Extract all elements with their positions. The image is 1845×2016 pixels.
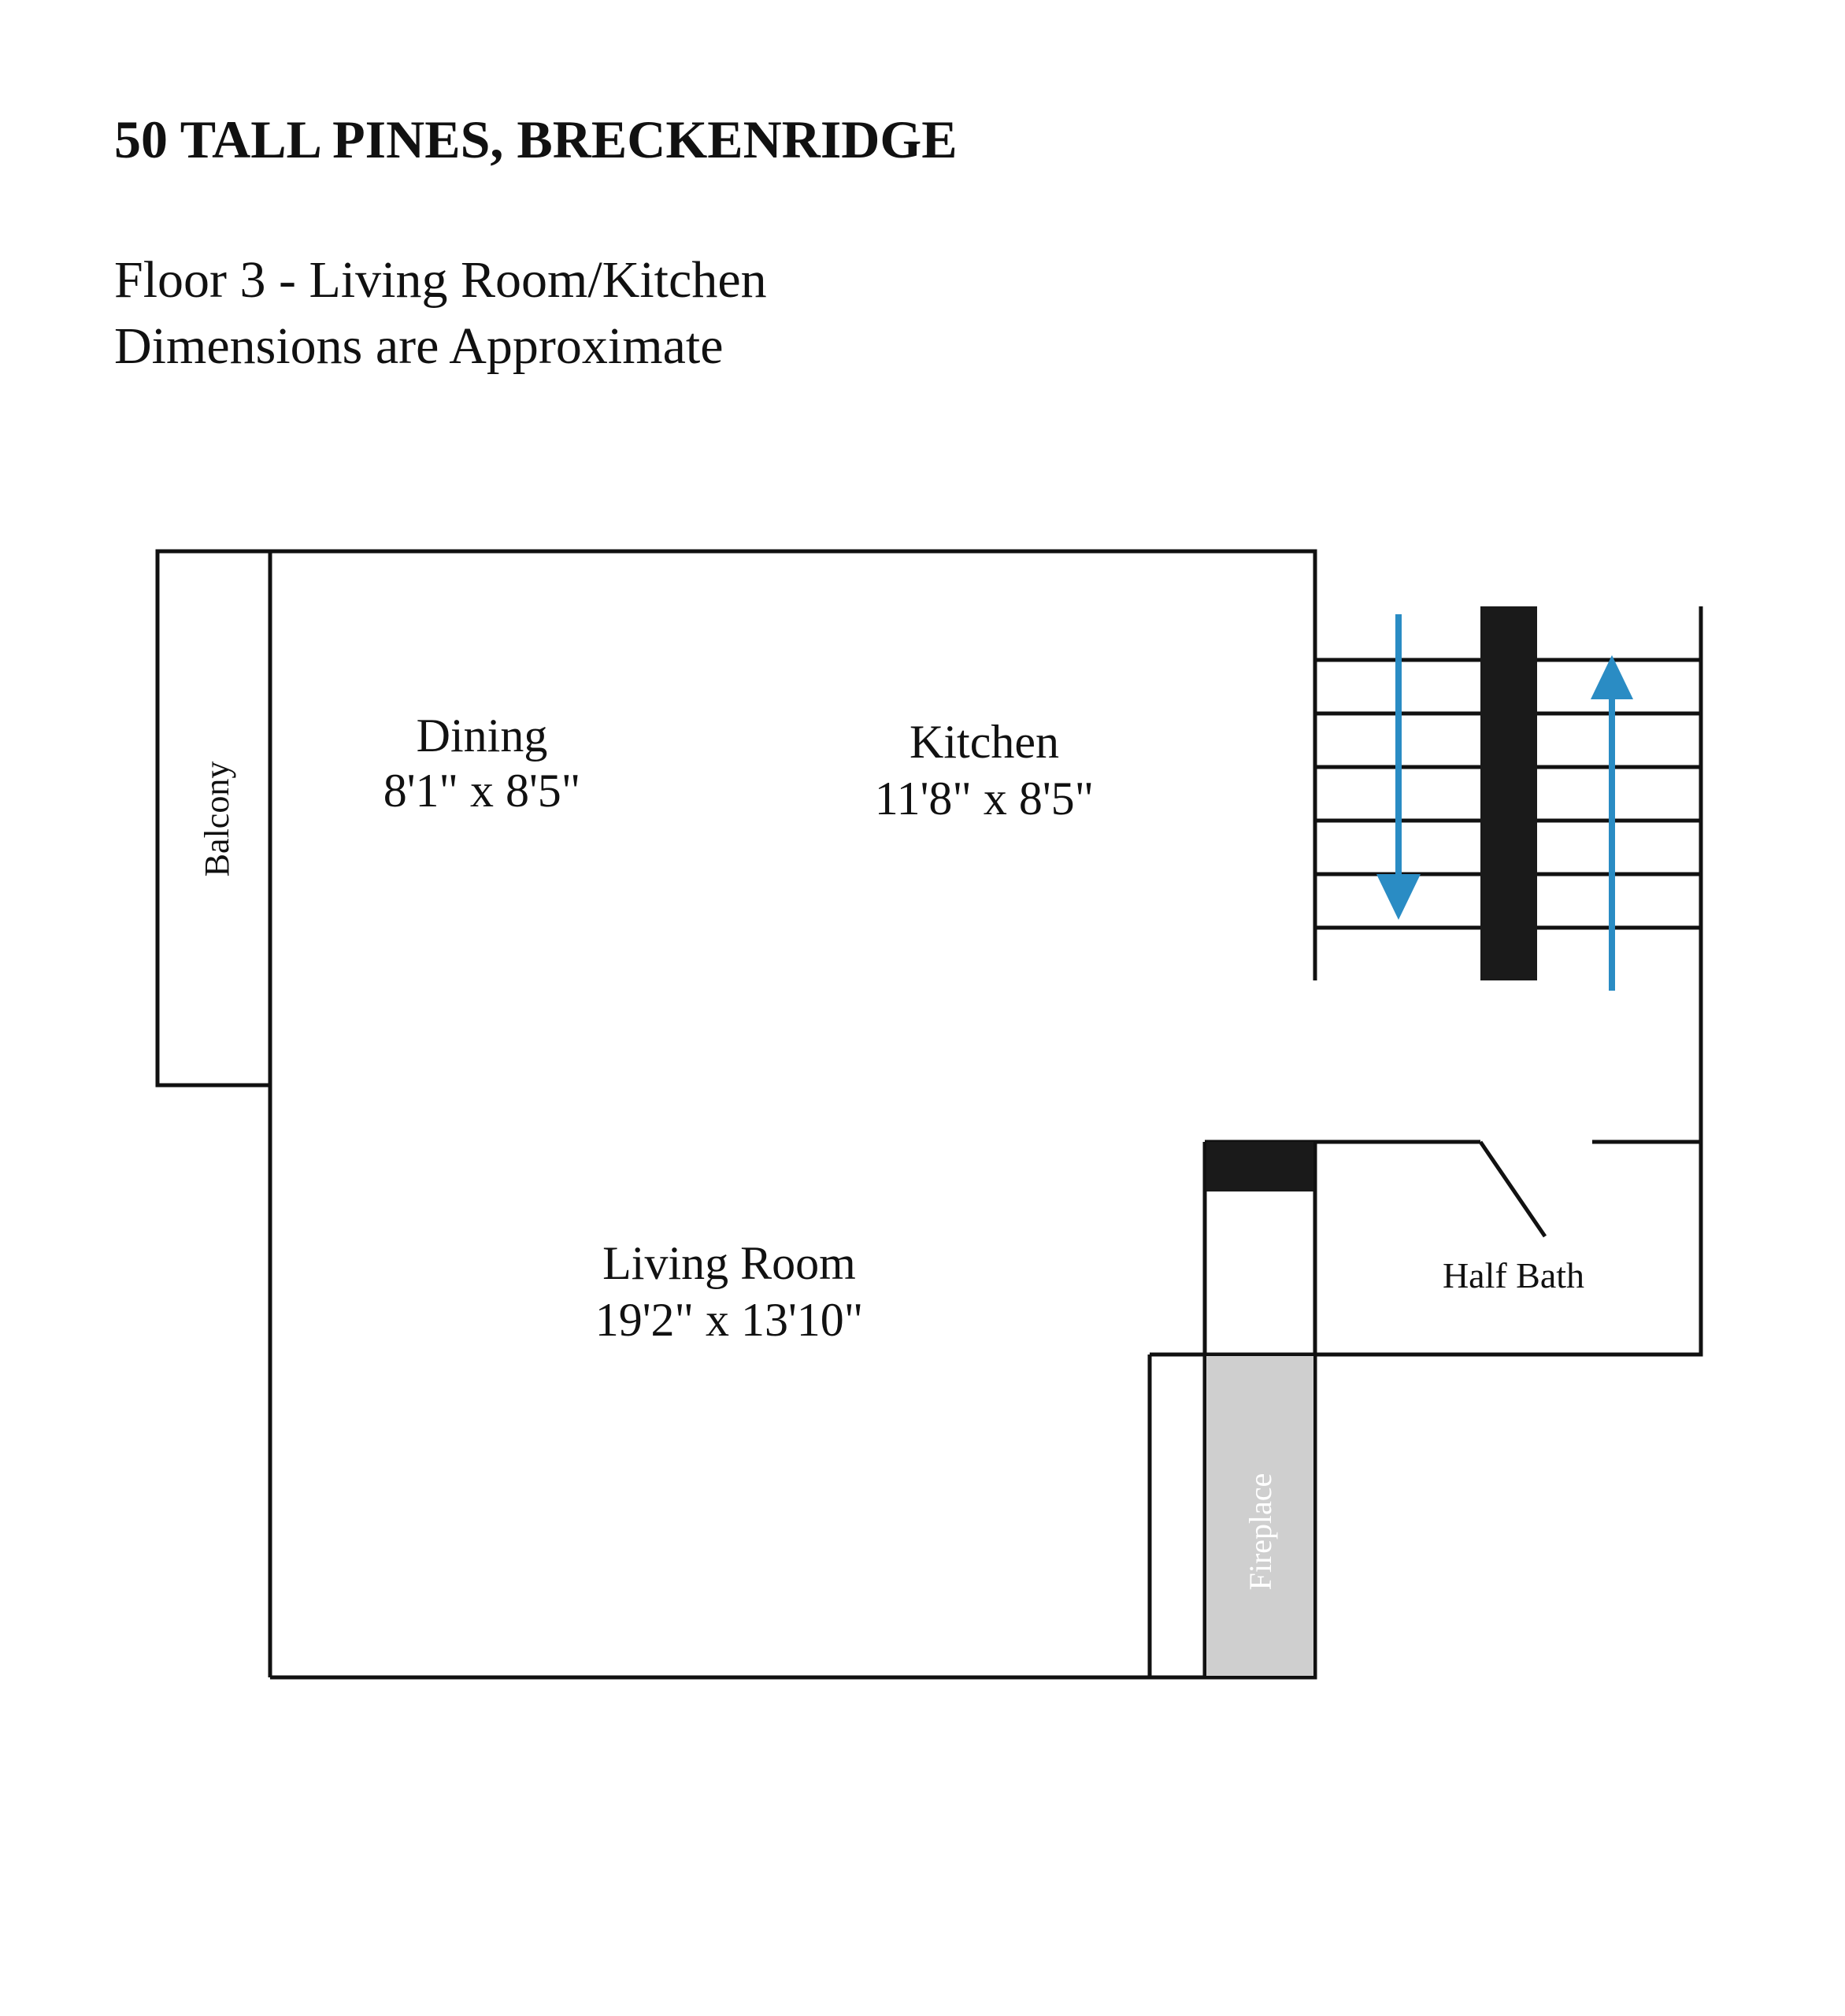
half-bath-label: Half Bath [1443,1255,1584,1295]
dining-size: 8'1" x 8'5" [383,765,581,817]
dimensions-note: Dimensions are Approximate [114,317,724,375]
fireplace-label: Fireplace [1243,1473,1278,1591]
balcony-label: Balcony [198,762,236,877]
floor-subtitle: Floor 3 - Living Room/Kitchen [114,251,767,309]
kitchen-label: Kitchen [910,716,1059,768]
balcony-outline [155,549,270,1088]
page-title: 50 TALL PINES, BRECKENRIDGE [114,109,958,169]
stair-divider [1480,606,1537,980]
living-room-size: 19'2" x 13'10" [595,1294,864,1346]
living-room-label: Living Room [602,1237,856,1289]
kitchen-size: 11'8" x 8'5" [875,773,1094,825]
arrow-up-icon [1591,655,1633,699]
bath-door-swing [1478,1140,1547,1238]
fireplace [1206,1356,1313,1676]
dining-label: Dining [417,710,548,762]
chimney-block [1206,1142,1313,1191]
arrow-down-icon [1376,874,1421,920]
